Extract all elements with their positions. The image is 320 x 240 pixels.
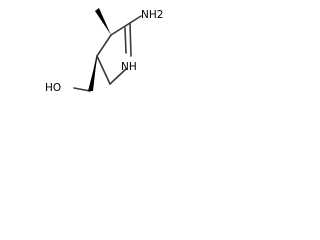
structural-formula: NH2 NH HO — [45, 8, 163, 94]
ring-bonds — [96, 22, 132, 85]
bond-c6-nh2 — [129, 15, 142, 24]
atom-labels: NH2 NH HO — [45, 9, 163, 94]
bond-c4-c3 — [96, 34, 112, 57]
hydroxyl-label: HO — [45, 82, 61, 94]
bond-c4-c5 — [110, 22, 131, 36]
bond-c2-c3 — [96, 55, 111, 85]
wedge-bond-carboxyl — [88, 56, 97, 91]
amino-label: NH2 — [141, 9, 163, 21]
bond-c6-n1 — [129, 22, 132, 57]
double-bond-c6-n1 — [124, 27, 127, 54]
wedge-bond-methyl — [95, 8, 111, 35]
bond-carboxyl-oh — [73, 87, 91, 92]
ring-nitrogen-label: NH — [121, 61, 137, 73]
bond-n1-c2 — [109, 68, 127, 85]
